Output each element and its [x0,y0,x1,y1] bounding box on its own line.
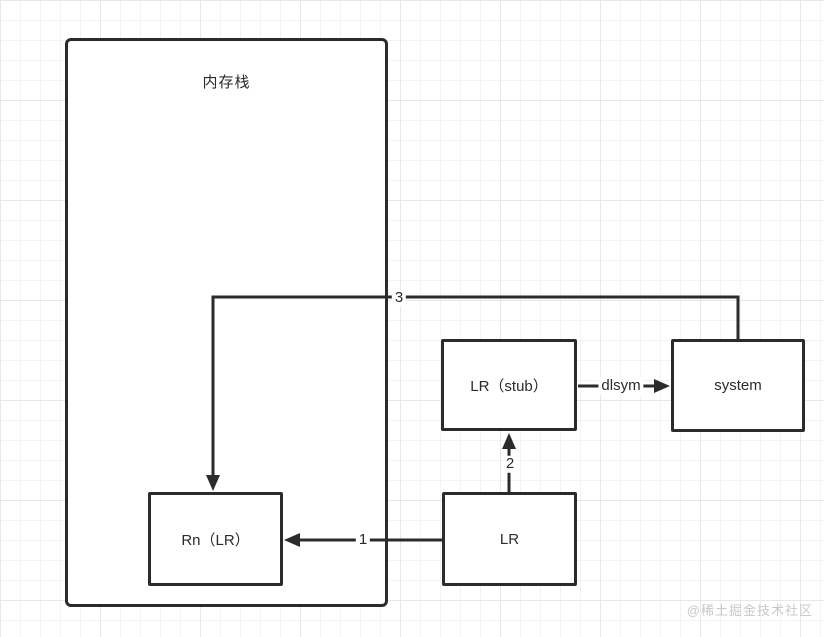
edge-label-step2: 2 [502,455,518,473]
rn-lr-label: Rn（LR） [181,531,250,549]
watermark-text: @稀土掘金技术社区 [686,603,813,618]
system-box: system [671,339,805,432]
lr-stub-label: LR（stub） [470,377,548,395]
lr-label: LR [499,530,520,548]
edge-label-step3: 3 [391,289,407,307]
memory-stack-label: 内存栈 [202,74,251,91]
edge-label-step1: 1 [355,531,371,549]
rn-lr-box: Rn（LR） [148,492,283,586]
system-label: system [714,377,762,394]
edge-label-dlsym: dlsym [598,377,644,395]
lr-stub-box: LR（stub） [441,339,577,431]
lr-box: LR [442,492,577,586]
